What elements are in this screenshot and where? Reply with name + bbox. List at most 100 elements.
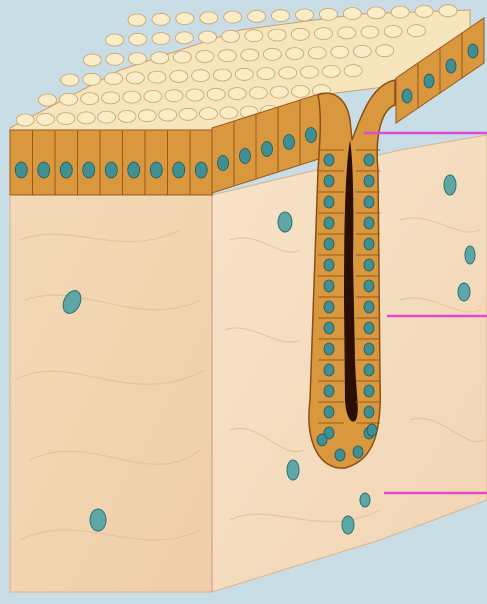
surface-cell — [228, 88, 246, 100]
cell-nucleus — [468, 44, 478, 58]
surface-cell — [148, 71, 166, 83]
surface-cell — [192, 70, 210, 82]
surface-cell — [173, 51, 191, 63]
cell-nucleus — [218, 156, 229, 171]
surface-cell — [106, 53, 124, 65]
surface-cell — [257, 68, 275, 80]
surface-cell — [81, 93, 99, 105]
cell-nucleus — [284, 135, 295, 150]
surface-cell — [126, 72, 144, 84]
cell-nucleus — [262, 142, 273, 157]
surface-cell — [353, 45, 371, 57]
cell-nucleus — [306, 128, 317, 143]
surface-cell — [224, 11, 242, 23]
gland-nucleus — [317, 434, 327, 446]
surface-cell — [220, 107, 238, 119]
surface-cell — [199, 31, 217, 43]
fibroblast-nucleus — [278, 212, 292, 232]
surface-cell — [123, 91, 141, 103]
surface-cell — [331, 46, 349, 58]
surface-cell — [159, 109, 177, 121]
gland-nucleus — [324, 322, 334, 334]
surface-cell — [175, 32, 193, 44]
cell-nucleus — [240, 149, 251, 164]
surface-cell — [102, 92, 120, 104]
gland-nucleus — [364, 343, 374, 355]
cell-nucleus — [446, 59, 456, 73]
surface-cell — [241, 49, 259, 61]
surface-cell — [179, 108, 197, 120]
gland-nucleus — [324, 175, 334, 187]
gland-nucleus — [364, 301, 374, 313]
surface-cell — [200, 12, 218, 24]
cell-nucleus — [150, 162, 162, 178]
gland-nucleus — [324, 217, 334, 229]
surface-cell — [144, 90, 162, 102]
cell-nucleus — [128, 162, 140, 178]
cell-nucleus — [424, 74, 434, 88]
surface-cell — [128, 53, 146, 65]
fibroblast-nucleus — [287, 460, 299, 480]
surface-cell — [322, 65, 340, 77]
surface-cell — [207, 88, 225, 100]
gland-nucleus — [364, 364, 374, 376]
cell-nucleus — [60, 162, 72, 178]
gland-nucleus — [353, 446, 363, 458]
surface-cell — [16, 114, 34, 126]
surface-cell — [270, 86, 288, 98]
surface-cell — [83, 54, 101, 66]
surface-cell — [222, 30, 240, 42]
surface-cell — [77, 112, 95, 124]
gland-nucleus — [324, 301, 334, 313]
surface-cell — [186, 89, 204, 101]
gland-nucleus — [364, 238, 374, 250]
surface-cell — [279, 67, 297, 79]
gland-nucleus — [364, 406, 374, 418]
surface-cell — [249, 87, 267, 99]
surface-cell — [235, 68, 253, 80]
gland-nucleus — [367, 424, 377, 436]
gland-nucleus — [364, 385, 374, 397]
fibroblast-nucleus — [342, 516, 354, 534]
fibroblast-nucleus — [444, 175, 456, 195]
gland-nucleus — [364, 154, 374, 166]
fibroblast-nucleus — [360, 493, 370, 507]
gland-nucleus — [324, 259, 334, 271]
gland-nucleus — [364, 217, 374, 229]
gland-nucleus — [364, 322, 374, 334]
surface-cell — [286, 48, 304, 60]
surface-cell — [272, 10, 290, 22]
fibroblast-nucleus — [90, 509, 106, 531]
surface-cell — [376, 45, 394, 57]
gland-nucleus — [324, 364, 334, 376]
cell-nucleus — [83, 162, 95, 178]
surface-cell — [391, 6, 409, 18]
cell-nucleus — [173, 162, 185, 178]
cell-nucleus — [195, 162, 207, 178]
surface-cell — [319, 8, 337, 20]
surface-cell — [151, 52, 169, 64]
surface-cell — [213, 69, 231, 81]
surface-cell — [170, 70, 188, 82]
cell-nucleus — [15, 162, 27, 178]
surface-cell — [39, 94, 57, 106]
gland-nucleus — [324, 385, 334, 397]
surface-epithelium-front — [10, 130, 213, 195]
gland-nucleus — [364, 280, 374, 292]
surface-cell — [415, 5, 433, 17]
surface-cell — [199, 108, 217, 120]
surface-cell — [138, 110, 156, 122]
surface-cell — [152, 33, 170, 45]
surface-cell — [57, 113, 75, 125]
surface-cell — [60, 93, 78, 105]
surface-cell — [218, 50, 236, 62]
gland-nucleus — [324, 238, 334, 250]
surface-cell — [105, 73, 123, 85]
surface-cell — [291, 85, 309, 97]
gland-nucleus — [324, 154, 334, 166]
surface-cell — [439, 5, 457, 17]
cell-nucleus — [402, 89, 412, 103]
surface-cell — [361, 26, 379, 38]
